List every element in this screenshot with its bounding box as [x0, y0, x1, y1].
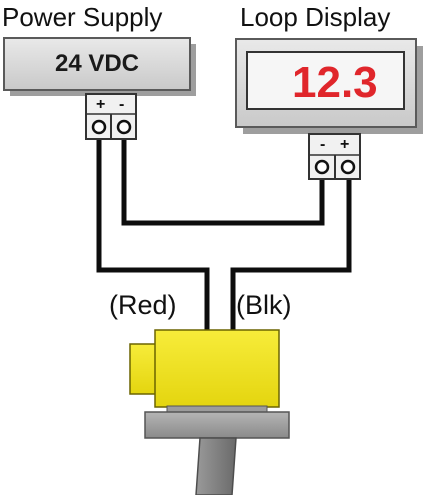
screw-terminal-icon — [340, 159, 356, 175]
red-wire-label: (Red) — [109, 290, 177, 320]
loop-display-plus-terminal-label: + — [340, 136, 350, 153]
loop-display-screen — [246, 51, 405, 110]
sensor-probe — [195, 437, 237, 495]
screw-terminal-icon — [91, 119, 107, 135]
sensor-body — [154, 329, 280, 408]
power-supply-unit — [3, 37, 196, 140]
power-supply-voltage: 24 VDC — [54, 50, 140, 77]
wire-blk — [230, 179, 352, 332]
screw-terminal-icon — [116, 119, 132, 135]
loop-display-minus-terminal-label: - — [320, 136, 326, 153]
power-supply-title: Power Supply — [2, 2, 163, 32]
wire-red — [96, 137, 210, 332]
black-wire-label: (Blk) — [236, 290, 292, 320]
sensor-flange — [144, 411, 290, 439]
power-supply-box — [3, 37, 191, 91]
screw-terminal-icon — [314, 159, 330, 175]
loop-display-title: Loop Display — [240, 2, 391, 32]
wire-set — [96, 137, 352, 332]
loop-display-reading: 12.3 — [292, 58, 378, 107]
sensor-connector — [129, 343, 159, 395]
pressure-transmitter-icon — [129, 329, 290, 495]
wire-loop — [121, 137, 325, 226]
power-supply-plus-terminal-label: + — [96, 96, 106, 113]
loop-display-unit — [235, 38, 423, 180]
power-supply-minus-terminal-label: - — [119, 96, 125, 113]
